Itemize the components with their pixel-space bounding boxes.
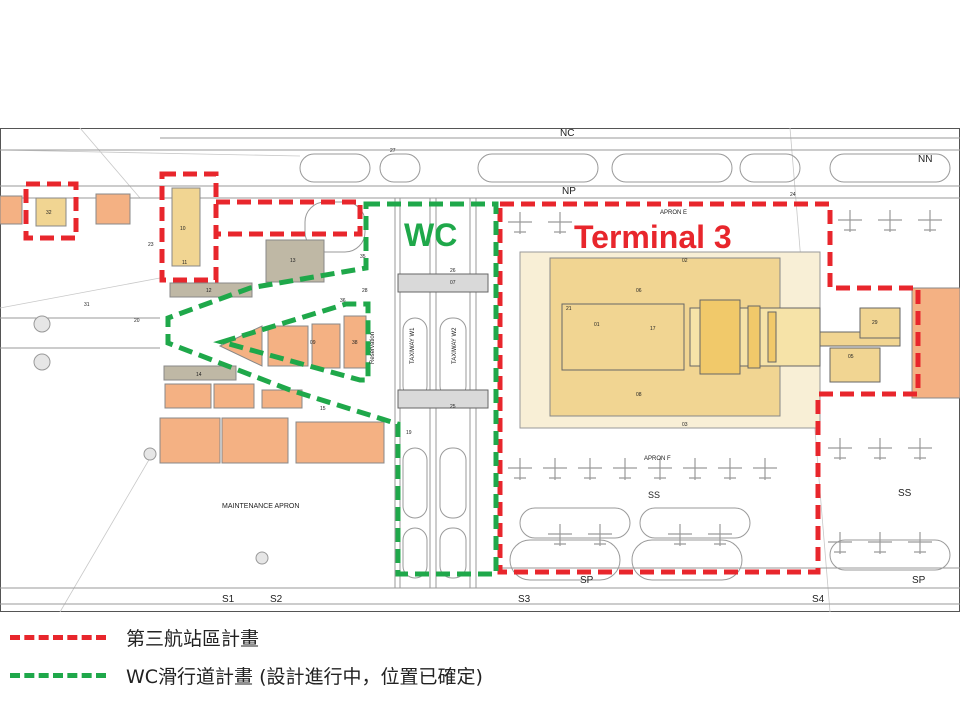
stand-number: 03 [682,422,688,428]
area-labels: MAINTENANCE APRON APRON E APRON F Reserv… [222,210,687,510]
airport-site-plan-map: WC Terminal 3 NC NP NN SS SS SP SP S1 S2… [0,128,960,612]
taxiway-s1-label: S1 [222,594,235,605]
apron-f-label: APRON F [644,456,671,462]
stand-number: 01 [594,322,600,328]
stand-numbers: 32 10 11 23 13 12 14 15 20 31 09 36 35 3… [46,148,878,436]
stand-number: 07 [450,280,456,286]
taxiway-nn-label: NN [918,154,932,165]
west-buildings [0,187,385,464]
taxiway-islands-south [509,507,951,581]
legend-label-wc-taxiway: WC滑行道計畫 (設計進行中，位置已確定) [126,666,483,688]
taxiway-w1-label: TAXIWAY W1 [410,327,416,364]
stand-number: 24 [790,192,796,198]
stand-number: 29 [872,320,878,326]
apron-e-label: APRON E [660,210,687,216]
site-markers [33,315,269,565]
stand-number: 08 [636,392,642,398]
stand-number: 35 [360,254,366,260]
stand-number: 31 [84,302,90,308]
stand-number: 11 [182,260,187,266]
terminal-3-overlay-label: Terminal 3 [574,219,732,255]
taxiway-islands-north [299,153,951,253]
stand-number: 21 [566,306,572,312]
taxiway-s4-label: S4 [812,594,825,605]
stand-number: 15 [320,406,326,412]
terminal-3-project-boundary [23,171,921,575]
stand-number: 26 [450,268,456,274]
stand-number: 17 [650,326,656,332]
stand-number: 19 [406,430,412,436]
stand-number: 23 [148,242,154,248]
taxiway-nc-label: NC [560,128,574,139]
stand-number: 02 [682,258,688,264]
taxiway-sp-left-label: SP [580,575,594,586]
wc-taxiway-project-boundary [165,201,499,577]
taxiway-ss-right-label: SS [898,488,912,499]
taxiway-np-label: NP [562,186,576,197]
stand-number: 38 [352,340,358,346]
green-dashed-line-swatch [10,673,106,678]
taxiway-bridges [397,273,489,409]
taxiway-s2-label: S2 [270,594,283,605]
wc-overlay-label: WC [404,217,457,253]
legend-item-wc-taxiway: WC滑行道計畫 (設計進行中，位置已確定) [10,662,483,689]
stand-number: 09 [310,340,316,346]
taxiway-s3-label: S3 [518,594,531,605]
legend-item-terminal-3: 第三航站區計畫 [10,624,259,651]
maintenance-apron-label: MAINTENANCE APRON [222,503,299,510]
taxiway-w2-label: TAXIWAY W2 [452,327,458,364]
stand-number: 25 [450,404,456,410]
taxiway-ss-left-label: SS [648,490,660,500]
aircraft-stands [508,210,942,554]
terminal-3-buildings [519,251,960,429]
stand-number: 28 [362,288,368,294]
stand-number: 12 [206,288,212,294]
stand-number: 05 [848,354,854,360]
stand-number: 36 [340,298,346,304]
stand-number: 13 [290,258,296,264]
stand-number: 14 [196,372,202,378]
stand-number: 27 [390,148,396,154]
stand-number: 32 [46,210,52,216]
taxiway-sp-right-label: SP [912,575,926,586]
reservation-label: Reservation [370,332,376,364]
taxiway-designators: NC NP NN SS SS SP SP S1 S2 S3 S4 [222,128,932,605]
stand-number: 20 [134,318,140,324]
red-dashed-line-swatch [10,635,106,640]
legend-label-terminal-3: 第三航站區計畫 [126,628,260,650]
stand-number: 06 [636,288,642,294]
stand-number: 10 [180,226,186,232]
